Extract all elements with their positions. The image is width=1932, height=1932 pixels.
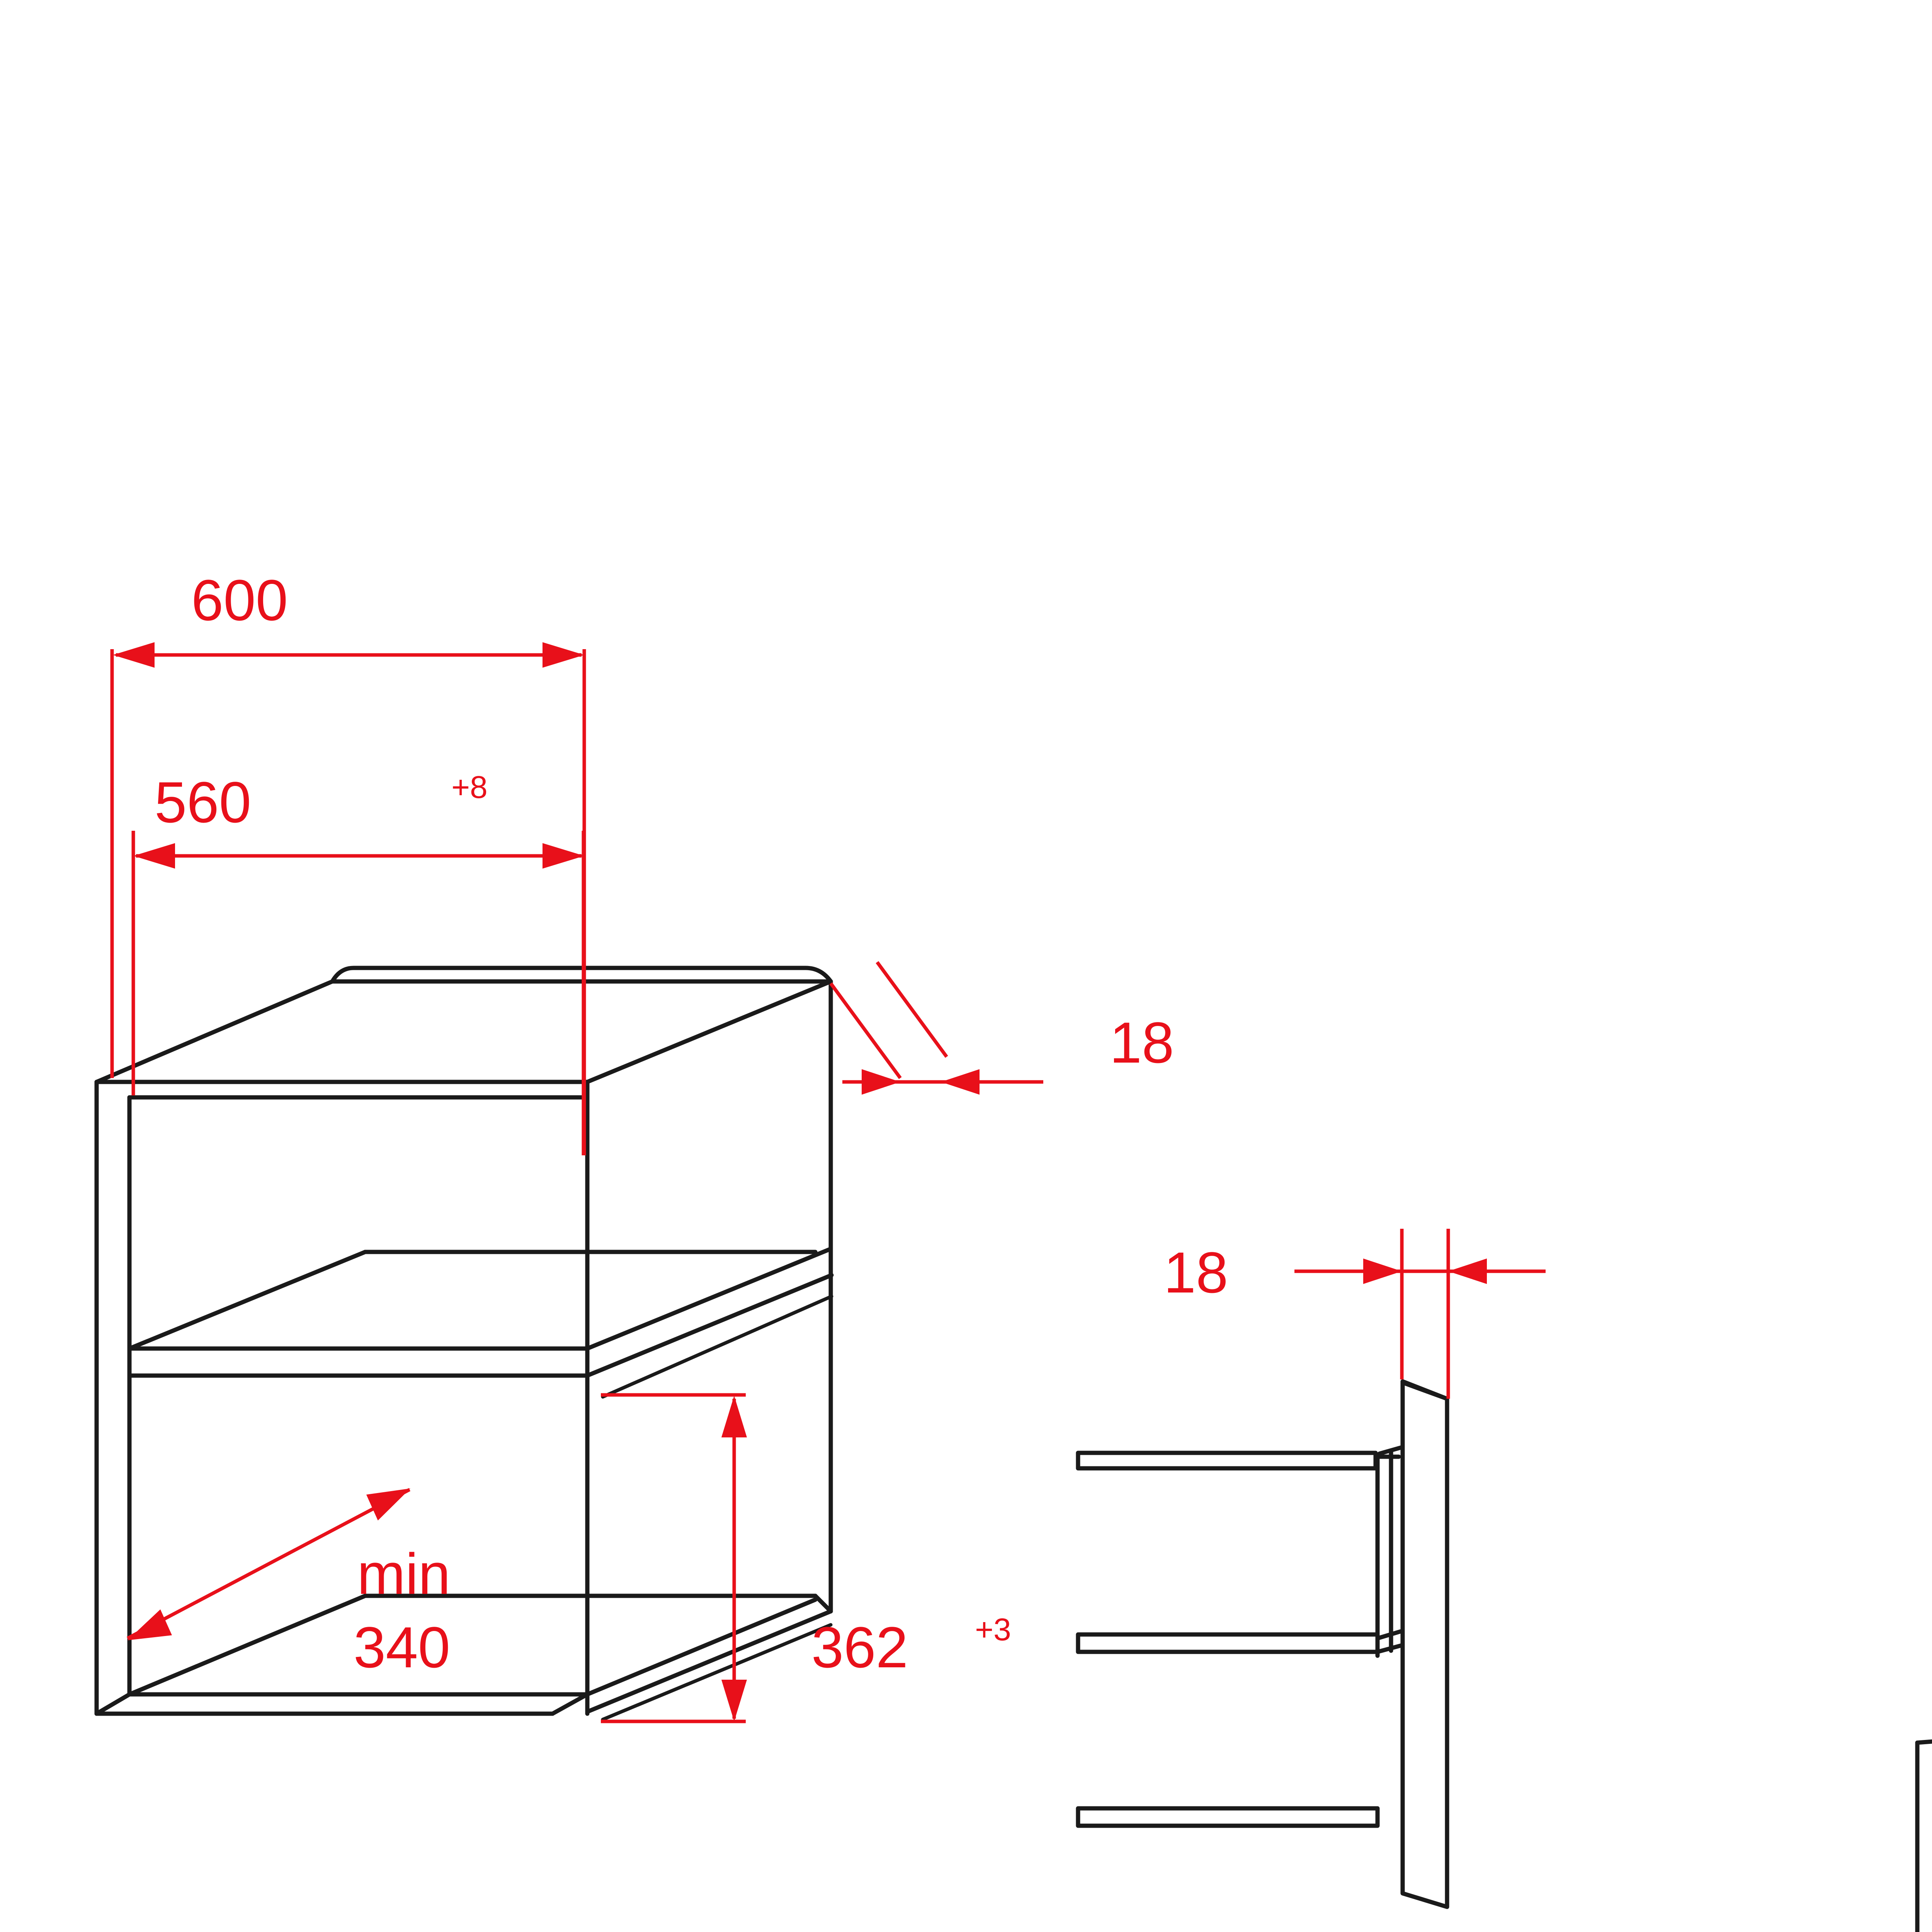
side-profile-view <box>1076 1379 1449 1909</box>
dimension-min-340-label: 340 <box>354 1615 450 1680</box>
dimension-min-340-prefix: min <box>357 1541 451 1606</box>
cabinet-isometric-view <box>94 966 834 1721</box>
dimension-600: 600 <box>110 568 586 1155</box>
dimension-min-340: min 340 <box>126 1488 451 1680</box>
dimension-560: 560 +8 <box>131 770 585 1155</box>
dimension-18-top: 18 <box>829 961 1174 1095</box>
door-panel <box>1915 1739 1932 1932</box>
dimension-560-label: 560 <box>155 770 251 835</box>
dimension-560-tolerance: +8 <box>451 770 488 805</box>
dimension-18-side-label: 18 <box>1164 1240 1228 1305</box>
appliance-view <box>1915 1739 1932 1932</box>
dimension-18-side: 18 <box>1164 1229 1546 1399</box>
dimension-362: 362 +3 <box>601 1393 1011 1723</box>
dimension-600-label: 600 <box>191 568 288 633</box>
dimension-362-label: 362 <box>811 1615 908 1680</box>
dimension-362-tolerance: +3 <box>975 1612 1011 1647</box>
dimension-18-top-label: 18 <box>1110 1010 1174 1075</box>
